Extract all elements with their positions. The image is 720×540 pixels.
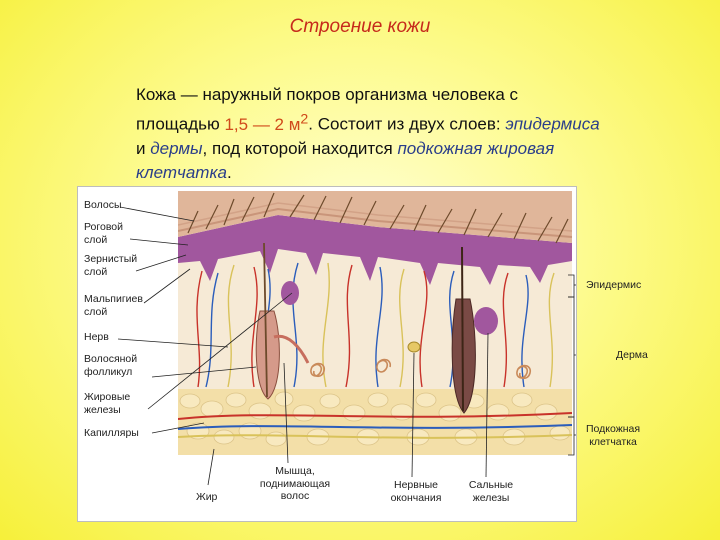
intro-text-2: . Состоит из двух слоев: xyxy=(308,115,505,134)
term-epidermis: эпидермиса xyxy=(505,115,599,134)
skin-area: 1,5 — 2 м2 xyxy=(224,115,308,134)
intro-and: и xyxy=(136,139,150,158)
intro-paragraph: Кожа — наружный покров организма человек… xyxy=(136,83,606,185)
nerve-ending xyxy=(408,342,420,352)
intro-end: . xyxy=(227,163,232,182)
term-dermis: дермы xyxy=(150,139,202,158)
label-hair: Волосы xyxy=(84,199,122,212)
label-nerve: Нерв xyxy=(84,331,109,344)
intro-text-3: , под которой находится xyxy=(203,139,398,158)
label-capillaries: Капилляры xyxy=(84,427,139,440)
label-dermis: Дерма xyxy=(616,349,648,362)
label-epidermis: Эпидермис xyxy=(586,279,641,292)
slide-title: Строение кожи xyxy=(0,16,720,38)
label-fat: Жир xyxy=(196,491,217,504)
